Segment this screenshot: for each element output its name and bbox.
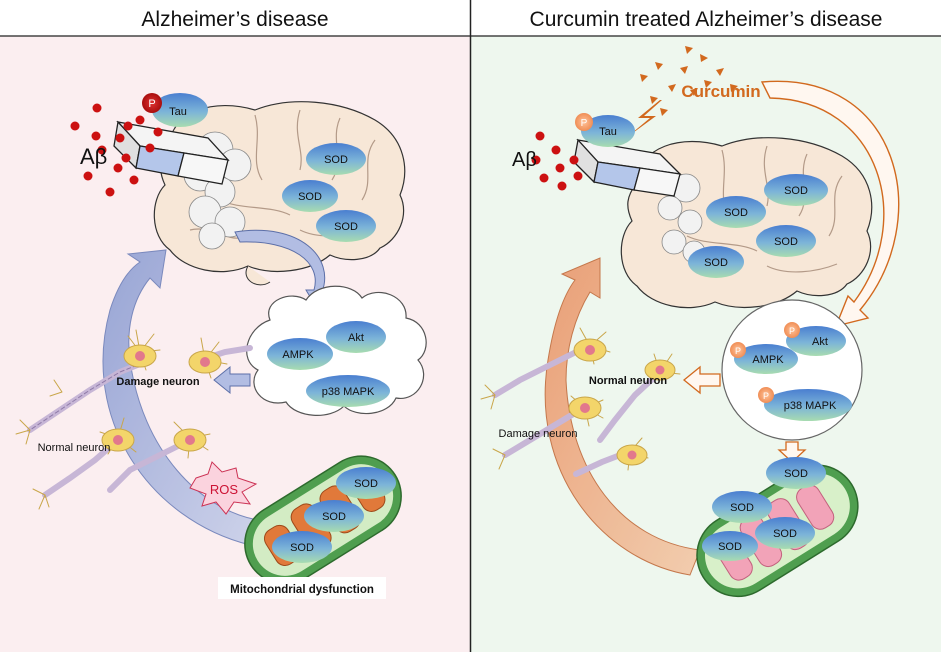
left-tau-label: Tau bbox=[169, 106, 187, 118]
left-mito-sod-ellipse-1 bbox=[336, 467, 396, 499]
right-brain-sod-2: SOD bbox=[724, 207, 748, 219]
right-brain-sod-ellipse-2 bbox=[706, 196, 766, 228]
left-mito-sod-ellipse-3 bbox=[272, 531, 332, 563]
left-mito-sod-ellipse-2 bbox=[304, 500, 364, 532]
left-neurons bbox=[15, 329, 253, 510]
right-akt-phospho bbox=[784, 322, 800, 338]
left-cloud-to-neuron-arrow bbox=[213, 365, 251, 395]
right-mito-sod-2: SOD bbox=[730, 502, 754, 514]
right-mito-sod-4: SOD bbox=[718, 541, 742, 553]
right-title: Curcumin treated Alzheimer’s disease bbox=[530, 8, 883, 31]
right-phospho-circle bbox=[575, 113, 593, 131]
left-brain-sod-1: SOD bbox=[324, 154, 348, 166]
left-phospho-label: P bbox=[148, 98, 155, 110]
right-phospho-label: P bbox=[581, 118, 588, 129]
left-brain-sod-3: SOD bbox=[334, 221, 358, 233]
left-phospho-circle bbox=[142, 93, 162, 113]
right-ampk-phospho bbox=[730, 342, 746, 358]
left-tau-ellipse bbox=[152, 93, 208, 127]
right-mito-sod-3: SOD bbox=[773, 528, 797, 540]
left-ros-label: ROS bbox=[210, 482, 239, 497]
right-mito-sod-ellipse-1 bbox=[766, 457, 826, 489]
left-ros-burst bbox=[189, 461, 258, 515]
left-abeta-dots bbox=[70, 103, 163, 197]
right-ampk-phospho-label: P bbox=[735, 346, 741, 356]
right-brain-sod-ellipse-3 bbox=[756, 225, 816, 257]
left-damage-neuron-label: Damage neuron bbox=[116, 376, 199, 388]
right-brain-sod-3: SOD bbox=[774, 236, 798, 248]
right-mito-sod-ellipse-3 bbox=[755, 517, 815, 549]
left-normal-neuron-label: Normal neuron bbox=[38, 442, 111, 454]
left-mito-sod-1: SOD bbox=[354, 478, 378, 490]
right-p38-ellipse bbox=[764, 389, 852, 421]
right-tau-label: Tau bbox=[599, 126, 617, 138]
right-brain-sod-ellipse-1 bbox=[764, 174, 828, 206]
left-brain-sod-2: SOD bbox=[298, 191, 322, 203]
left-mito-label: Mitochondrial dysfunction bbox=[230, 584, 374, 596]
left-title-bar bbox=[0, 0, 470, 36]
left-cycle-arrow bbox=[102, 249, 259, 546]
right-kinase-akt: Akt bbox=[812, 336, 828, 348]
left-brain bbox=[153, 101, 406, 286]
right-brain-sod-4: SOD bbox=[704, 257, 728, 269]
right-neurons bbox=[480, 327, 681, 477]
right-damage-neuron-label: Damage neuron bbox=[499, 428, 578, 440]
left-mito-sod-2: SOD bbox=[322, 511, 346, 523]
left-kinase-p38: p38 MAPK bbox=[322, 386, 375, 398]
right-tau-ellipse bbox=[581, 115, 635, 147]
right-curcumin-particles bbox=[640, 46, 738, 116]
right-normal-neuron-label: Normal neuron bbox=[589, 375, 668, 387]
left-kinase-akt: Akt bbox=[348, 332, 364, 344]
right-curcumin-arrow bbox=[760, 80, 900, 328]
right-eraser bbox=[573, 138, 682, 197]
left-akt-ellipse bbox=[326, 321, 386, 353]
right-title-bar bbox=[471, 0, 941, 36]
left-brain-sods bbox=[282, 143, 376, 242]
right-circle-to-neuron-arrow bbox=[682, 365, 721, 395]
right-brain-sod-ellipse-4 bbox=[688, 246, 744, 278]
right-akt-ellipse bbox=[786, 326, 846, 356]
right-mito-sod-1: SOD bbox=[784, 468, 808, 480]
right-abeta-label: Aβ bbox=[512, 149, 537, 171]
right-kinase-ampk: AMPK bbox=[752, 354, 784, 366]
left-mito-label-box bbox=[218, 577, 386, 599]
left-eraser bbox=[113, 120, 230, 185]
right-kinase-p38: p38 MAPK bbox=[784, 400, 837, 412]
right-circle-to-mito-arrow bbox=[777, 441, 807, 463]
right-mito-sod-ellipse-4 bbox=[702, 531, 758, 561]
right-abeta-dots bbox=[531, 131, 583, 191]
left-abeta-label: Aβ bbox=[80, 144, 107, 169]
right-curcumin-label: Curcumin bbox=[681, 82, 760, 101]
left-ampk-ellipse bbox=[267, 338, 333, 370]
right-p38-phospho bbox=[758, 387, 774, 403]
right-ampk-ellipse bbox=[734, 344, 798, 374]
right-cycle-arrow bbox=[544, 257, 701, 576]
right-akt-phospho-label: P bbox=[789, 326, 795, 336]
left-title: Alzheimer’s disease bbox=[141, 8, 328, 31]
right-p38-phospho-label: P bbox=[763, 391, 769, 401]
right-brain-sod-1: SOD bbox=[784, 185, 808, 197]
right-mito-sod-ellipse-2 bbox=[712, 491, 772, 523]
left-p38-ellipse bbox=[306, 375, 390, 407]
left-kinase-ampk: AMPK bbox=[282, 349, 314, 361]
left-mito-sod-3: SOD bbox=[290, 542, 314, 554]
